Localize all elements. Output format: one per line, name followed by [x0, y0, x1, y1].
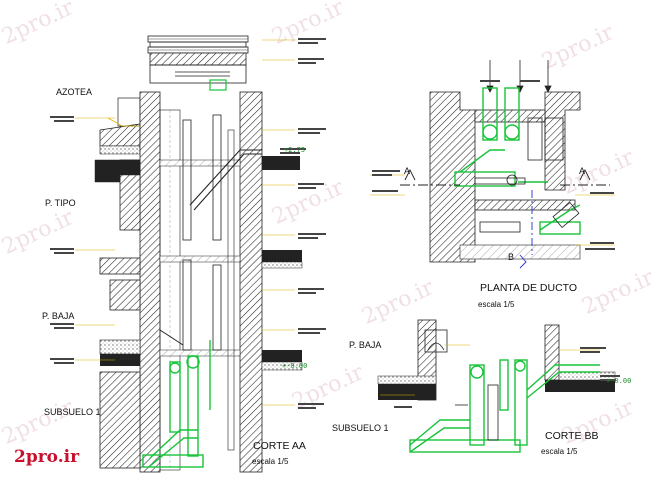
green-drain-pipes [142, 340, 211, 468]
level-label-p-baja: P. BAJA [42, 311, 75, 321]
section-mark-a-left: A [404, 166, 411, 176]
level-label-azotea: AZOTEA [56, 87, 93, 97]
level-label-p-baja-bb: P. BAJA [349, 340, 382, 350]
level-label-subsuelo-bb: SUBSUELO 1 [332, 423, 389, 433]
level-label-p-tipo: P. TIPO [45, 198, 76, 208]
corte-bb-title: CORTE BB [545, 430, 599, 442]
corte-aa-scale: escala 1/5 [252, 457, 289, 466]
corte-bb-section [377, 319, 620, 453]
level-label-subsuelo: SUBSUELO 1 [44, 407, 101, 417]
corte-aa-title: CORTE AA [253, 440, 306, 452]
elevation-top: +2.75 [284, 146, 306, 154]
planta-scale: escala 1/5 [478, 300, 515, 309]
section-mark-b: B [508, 252, 515, 262]
elevation-left: +-0.00 [282, 362, 308, 370]
planta-de-ducto [370, 60, 615, 269]
elevation-right: +-0.00 [606, 377, 632, 385]
corte-aa-section [50, 35, 326, 473]
corte-bb-scale: escala 1/5 [541, 447, 578, 456]
rooftop-stack [147, 35, 249, 91]
brand-logo: 2pro.ir [14, 447, 80, 467]
section-mark-a-right: A [579, 166, 586, 176]
planta-title: PLANTA DE DUCTO [480, 282, 578, 294]
